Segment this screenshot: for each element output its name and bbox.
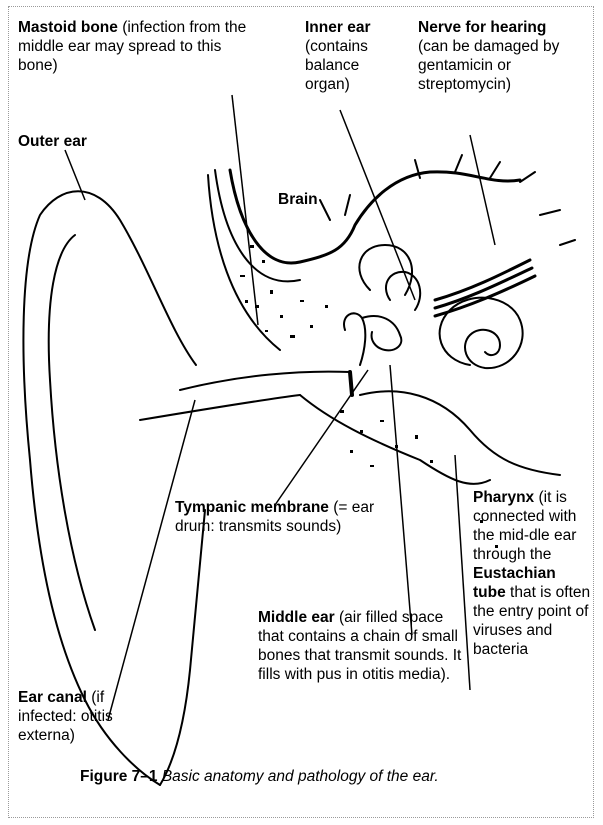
outer-ear-rim	[160, 510, 205, 785]
eustachian-tube	[360, 391, 560, 475]
nerve-fibers	[320, 155, 575, 245]
brain-boundary	[230, 170, 520, 263]
skull-outer	[215, 170, 300, 281]
label-middle-ear: Middle ear (air filled space that contai…	[258, 608, 468, 684]
cochlea	[440, 298, 523, 368]
label-tympanic-membrane: Tympanic membrane (= ear drum: transmits…	[175, 498, 415, 536]
label-brain: Brain	[278, 190, 318, 209]
semicircular-canals	[359, 245, 420, 310]
hearing-nerve	[435, 260, 535, 316]
label-outer-ear: Outer ear	[18, 132, 87, 151]
label-pharynx: Pharynx (it is connected with the mid-dl…	[473, 488, 591, 659]
label-mastoid-bone: Mastoid bone (infection from the middle …	[18, 18, 263, 75]
outer-ear-inner-fold	[49, 235, 95, 630]
ear-canal-lower	[140, 395, 300, 420]
label-nerve-for-hearing: Nerve for hearing (can be damaged by gen…	[418, 18, 568, 94]
label-ear-canal: Ear canal (if infected: otitis externa)	[18, 688, 153, 745]
ossicles	[344, 313, 401, 365]
label-inner-ear: Inner ear (contains balance organ)	[305, 18, 393, 94]
tympanic-membrane-line	[350, 372, 352, 395]
ear-canal-upper	[180, 372, 350, 390]
pharynx-lower	[300, 395, 490, 484]
figure-caption: Figure 7–1 Basic anatomy and pathology o…	[80, 768, 439, 786]
